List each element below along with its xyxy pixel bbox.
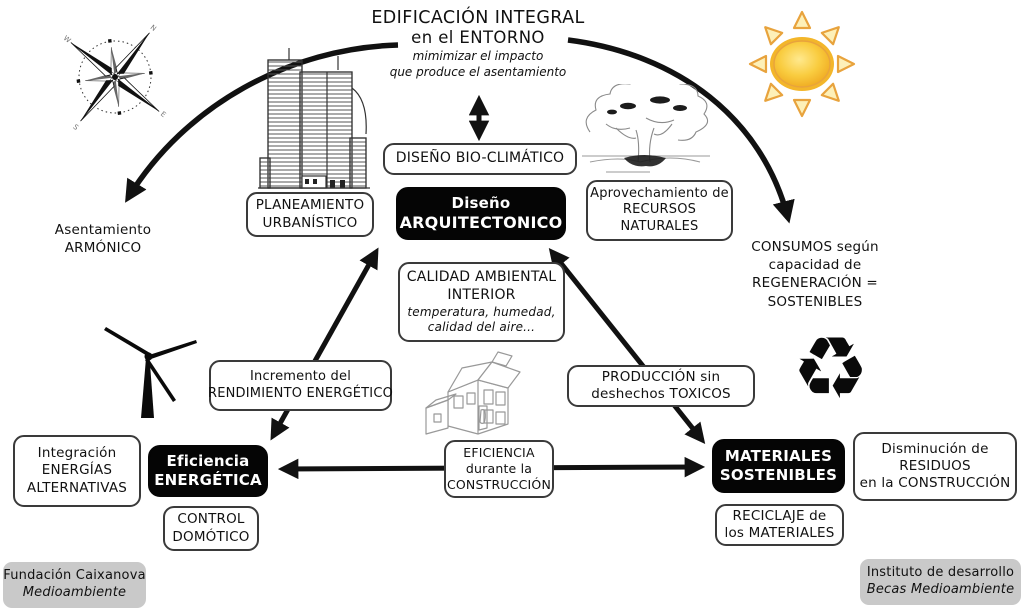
node-eficiencia-construccion: EFICIENCIA durante la CONSTRUCCIÓN	[444, 440, 554, 498]
node-label: Integración	[37, 445, 117, 462]
label-line: capacidad de	[768, 257, 862, 274]
label-line: ARMÓNICO	[64, 240, 142, 257]
node-label: EFICIENCIA	[463, 445, 535, 460]
sponsor-label: Instituto de desarrollo	[866, 565, 1015, 581]
arrow-title-to-consumos	[567, 37, 795, 224]
node-label: Aprovechamiento de	[590, 185, 729, 201]
label-asentamiento-armonico: Asentamiento ARMÓNICO	[38, 221, 168, 257]
node-label: CONSTRUCCIÓN	[446, 477, 552, 492]
tree-icon	[582, 84, 710, 173]
label-line: CONSUMOS según	[751, 239, 879, 255]
node-rendimiento-energetico: Incremento del RENDIMIENTO ENERGÉTICO	[207, 360, 394, 411]
compass-rose-icon: N E S W	[62, 23, 168, 132]
recycle-icon: ♻	[792, 319, 870, 419]
node-label: PRODUCCIÓN sin	[601, 368, 721, 385]
compass-letter-e: E	[159, 110, 167, 119]
node-label: ENERGÍAS	[41, 462, 113, 479]
node-label: temperatura, humedad,	[407, 304, 556, 319]
node-label: RECICLAJE de	[732, 507, 827, 524]
city-buildings-icon	[258, 48, 370, 189]
node-label: RESIDUOS	[899, 457, 971, 474]
arrow-title-to-asentamiento	[125, 42, 399, 203]
title-subtitle-line1: mimimizar el impacto	[412, 49, 544, 63]
title-line1: EDIFICACIÓN INTEGRAL	[371, 8, 585, 28]
node-label: Incremento del	[249, 368, 352, 384]
node-disminucion-residuos: Disminución de RESIDUOS en la CONSTRUCCI…	[853, 432, 1017, 501]
diagram-title: EDIFICACIÓN INTEGRAL en el ENTORNO mimim…	[328, 8, 628, 80]
sponsor-fundacion-caixanova: Fundación Caixanova Medioambiente	[3, 562, 146, 608]
node-label: MATERIALES	[724, 446, 833, 465]
sponsor-instituto-desarrollo: Instituto de desarrollo Becas Medioambie…	[860, 559, 1021, 605]
title-subtitle-line2: que produce el asentamiento	[389, 64, 567, 79]
node-energias-alternativas: Integración ENERGÍAS ALTERNATIVAS	[13, 435, 141, 507]
node-planeamiento-urbanistico: PLANEAMIENTO URBANÍSTICO	[246, 192, 374, 237]
node-label: Eficiencia	[166, 451, 250, 470]
node-label: RECURSOS	[622, 202, 697, 218]
arrow-arquitectonico-materiales	[548, 247, 706, 445]
node-label: ARQUITECTONICO	[399, 212, 563, 232]
compass-letter-s: S	[71, 123, 80, 132]
node-control-domotico: CONTROL DOMÓTICO	[163, 506, 259, 551]
compass-letter-n: N	[149, 23, 158, 33]
title-line2: en el ENTORNO	[411, 28, 545, 47]
node-materiales-sostenibles: MATERIALES SOSTENIBLES	[712, 439, 845, 493]
house-icon	[425, 351, 521, 435]
node-label: Disminución de	[881, 440, 989, 457]
label-line: Asentamiento	[54, 222, 152, 238]
node-label: DISEÑO BIO-CLIMÁTICO	[395, 150, 565, 167]
node-label: NATURALES	[620, 218, 699, 234]
node-label: los MATERIALES	[724, 525, 835, 541]
node-eficiencia-energetica: Eficiencia ENERGÉTICA	[148, 445, 268, 497]
node-label: URBANÍSTICO	[262, 214, 358, 231]
node-label: CALIDAD AMBIENTAL	[406, 268, 557, 285]
sponsor-label: Medioambiente	[22, 585, 127, 600]
node-label: ENERGÉTICA	[154, 471, 262, 489]
node-recursos-naturales: Aprovechamiento de RECURSOS NATURALES	[586, 180, 733, 241]
node-calidad-ambiental: CALIDAD AMBIENTAL INTERIOR temperatura, …	[398, 262, 565, 342]
label-line: REGENERACIÓN =	[752, 275, 878, 292]
node-label: RENDIMIENTO ENERGÉTICO	[207, 385, 394, 401]
node-produccion-sin-toxicos: PRODUCCIÓN sin deshechos TOXICOS	[567, 365, 755, 407]
sponsor-label: Becas Medioambiente	[866, 582, 1015, 597]
node-label: en la CONSTRUCCIÓN	[859, 475, 1011, 492]
node-label: ALTERNATIVAS	[26, 479, 128, 496]
node-label: deshechos TOXICOS	[591, 386, 731, 402]
sun-icon	[748, 10, 856, 118]
node-label: CONTROL	[177, 511, 245, 528]
node-diseno-bio-climatico: DISEÑO BIO-CLIMÁTICO	[383, 143, 577, 175]
node-label: SOSTENIBLES	[719, 466, 838, 484]
wind-turbine-icon	[104, 327, 197, 418]
node-label: DOMÓTICO	[172, 528, 250, 545]
node-label: durante la	[465, 461, 533, 476]
label-consumos-sostenibles: CONSUMOS según capacidad de REGENERACIÓN…	[733, 238, 897, 311]
node-label: PLANEAMIENTO	[255, 197, 365, 214]
sponsor-label: Fundación Caixanova	[3, 568, 146, 584]
node-diseno-arquitectonico: Diseño ARQUITECTONICO	[396, 187, 566, 240]
node-label: INTERIOR	[447, 286, 516, 303]
compass-letter-w: W	[62, 34, 72, 45]
label-line: SOSTENIBLES	[767, 293, 863, 310]
node-label: Diseño	[451, 193, 511, 212]
node-reciclaje-materiales: RECICLAJE de los MATERIALES	[715, 504, 844, 546]
node-label: calidad del aire...	[427, 319, 536, 334]
